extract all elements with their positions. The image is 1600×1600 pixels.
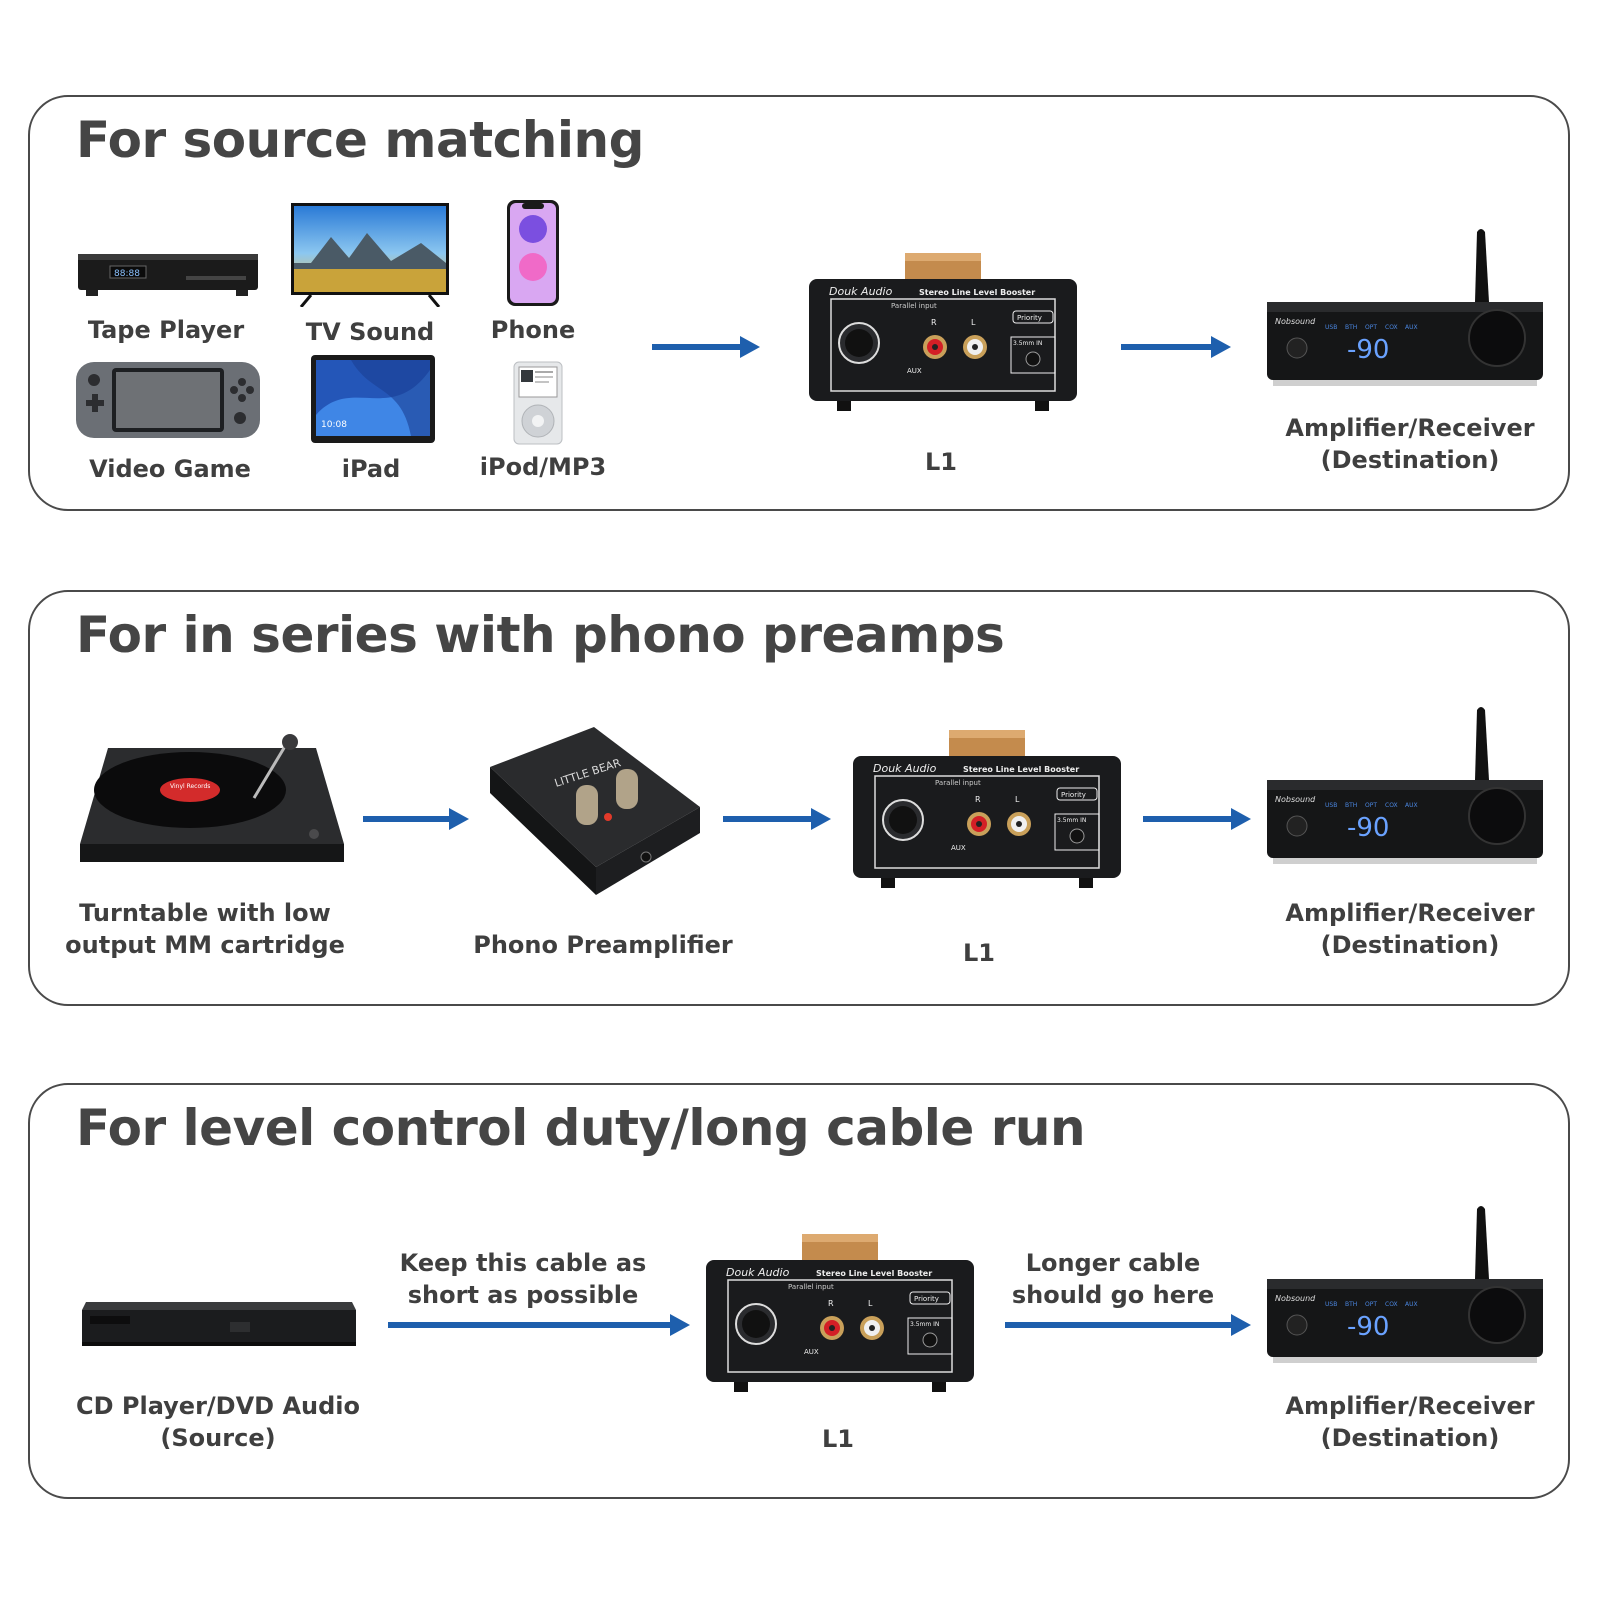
amp-brand-text: Nobsound — [1275, 1294, 1316, 1303]
booster-device: Douk Audio Stereo Line Level Booster Par… — [704, 1234, 976, 1416]
destination-label: Amplifier/Receiver(Destination) — [1285, 414, 1535, 474]
ipod-icon — [513, 361, 563, 445]
tablet-time-text: 10:08 — [321, 420, 347, 430]
amp-display-text: -90 — [1347, 813, 1389, 843]
amp-input-2: OPT — [1365, 1301, 1377, 1308]
booster-label: L1 — [925, 448, 957, 476]
amp-input-indicators: USB BTH OPT COX AUX — [1325, 1301, 1418, 1308]
amp-input-2: OPT — [1365, 324, 1377, 331]
amp-brand-text: Nobsound — [1275, 317, 1316, 326]
booster-name-text: Stereo Line Level Booster — [919, 288, 1035, 297]
game-console-icon — [76, 362, 260, 438]
amp-input-0: USB — [1325, 802, 1337, 809]
panel-title: For level control duty/long cable run — [76, 1099, 1086, 1157]
booster-priority-text: Priority — [1017, 314, 1042, 322]
booster-name-text: Stereo Line Level Booster — [816, 1269, 932, 1278]
booster-priority-text: Priority — [914, 1295, 939, 1303]
destination-label: Amplifier/Receiver(Destination) — [1285, 899, 1535, 959]
booster-r-text: R — [828, 1299, 834, 1308]
booster-name-text: Stereo Line Level Booster — [963, 765, 1079, 774]
tape-display-text: 88:88 — [114, 269, 140, 279]
flow-arrow — [363, 808, 469, 830]
amplifier-svg: Nobsound USB BTH OPT COX AUX -90 — [1267, 229, 1543, 386]
booster-brand-text: Douk Audio — [873, 762, 937, 775]
flow-arrow — [652, 336, 760, 358]
phone-icon — [507, 200, 559, 306]
source-label-ipod: iPod/MP3 — [479, 453, 607, 481]
amp-input-3: COX — [1385, 802, 1398, 809]
amplifier-svg: Nobsound USB BTH OPT COX AUX -90 — [1267, 707, 1543, 864]
amp-input-indicators: USB BTH OPT COX AUX — [1325, 802, 1418, 809]
booster-brand-text: Douk Audio — [829, 285, 893, 298]
booster-label: L1 — [822, 1425, 854, 1453]
turntable-icon: Vinyl Records — [80, 734, 344, 862]
amp-input-indicators: USB BTH OPT COX AUX — [1325, 324, 1418, 331]
source-label-video-game: Video Game — [89, 455, 251, 483]
booster-device: Douk Audio Stereo Line Level Booster Par… — [807, 253, 1079, 435]
amp-input-0: USB — [1325, 1301, 1337, 1308]
booster-aux-text: AUX — [804, 1348, 819, 1356]
booster-jack-text: 3.5mm IN — [1057, 817, 1086, 824]
phono-preamp-icon: LITTLE BEAR — [490, 727, 700, 895]
amplifier-device: Nobsound USB BTH OPT COX AUX -90 — [1267, 704, 1543, 874]
destination-label: Amplifier/Receiver(Destination) — [1285, 1392, 1535, 1452]
tablet-icon: 10:08 — [311, 355, 435, 443]
booster-aux-text: AUX — [907, 367, 922, 375]
booster-l-text: L — [868, 1299, 873, 1308]
flow-arrow — [1005, 1314, 1251, 1336]
booster-label: L1 — [963, 939, 995, 967]
booster-device: Douk Audio Stereo Line Level Booster Par… — [851, 730, 1123, 912]
booster-svg: Douk Audio Stereo Line Level Booster Par… — [853, 730, 1121, 888]
flow-arrow — [723, 808, 831, 830]
tape-player-icon: 88:88 — [78, 254, 258, 296]
amp-input-1: BTH — [1345, 1301, 1357, 1308]
booster-l-text: L — [1015, 795, 1020, 804]
preamp-label: Phono Preamplifier — [473, 931, 733, 959]
source-label-ipad: iPad — [341, 455, 401, 483]
amplifier-device: Nobsound USB BTH OPT COX AUX -90 — [1267, 1203, 1543, 1373]
amp-input-4: AUX — [1405, 802, 1418, 809]
amp-input-3: COX — [1385, 324, 1398, 331]
booster-r-text: R — [975, 795, 981, 804]
amp-display-text: -90 — [1347, 335, 1389, 365]
booster-jack-text: 3.5mm IN — [910, 1321, 939, 1328]
amp-brand-text: Nobsound — [1275, 795, 1316, 804]
amplifier-svg: Nobsound USB BTH OPT COX AUX -90 — [1267, 1206, 1543, 1363]
booster-l-text: L — [971, 318, 976, 327]
source-label-phone: Phone — [490, 316, 576, 344]
booster-parallel-text: Parallel input — [788, 1283, 834, 1291]
amplifier-device: Nobsound USB BTH OPT COX AUX -90 — [1267, 226, 1543, 396]
cd-player-label: CD Player/DVD Audio(Source) — [75, 1392, 361, 1452]
amp-input-2: OPT — [1365, 802, 1377, 809]
source-label-tape: Tape Player — [87, 316, 245, 344]
turntable-record-text: Vinyl Records — [170, 783, 210, 790]
booster-svg: Douk Audio Stereo Line Level Booster Par… — [809, 253, 1077, 411]
booster-svg: Douk Audio Stereo Line Level Booster Par… — [706, 1234, 974, 1392]
panel-title: For in series with phono preamps — [76, 606, 1005, 664]
amp-input-1: BTH — [1345, 324, 1357, 331]
amp-input-0: USB — [1325, 324, 1337, 331]
booster-aux-text: AUX — [951, 844, 966, 852]
flow-arrow — [1121, 336, 1231, 358]
amp-input-3: COX — [1385, 1301, 1398, 1308]
amp-input-1: BTH — [1345, 802, 1357, 809]
flow-arrow — [388, 1314, 690, 1336]
amp-input-4: AUX — [1405, 324, 1418, 331]
amp-input-4: AUX — [1405, 1301, 1418, 1308]
booster-parallel-text: Parallel input — [935, 779, 981, 787]
booster-priority-text: Priority — [1061, 791, 1086, 799]
panel-title: For source matching — [76, 111, 644, 169]
booster-parallel-text: Parallel input — [891, 302, 937, 310]
booster-jack-text: 3.5mm IN — [1013, 340, 1042, 347]
flow-arrow — [1143, 808, 1251, 830]
booster-brand-text: Douk Audio — [726, 1266, 790, 1279]
amp-display-text: -90 — [1347, 1312, 1389, 1342]
source-label-tv: TV Sound — [305, 318, 435, 346]
tv-icon — [291, 203, 449, 307]
booster-r-text: R — [931, 318, 937, 327]
cd-player-icon — [82, 1302, 356, 1346]
